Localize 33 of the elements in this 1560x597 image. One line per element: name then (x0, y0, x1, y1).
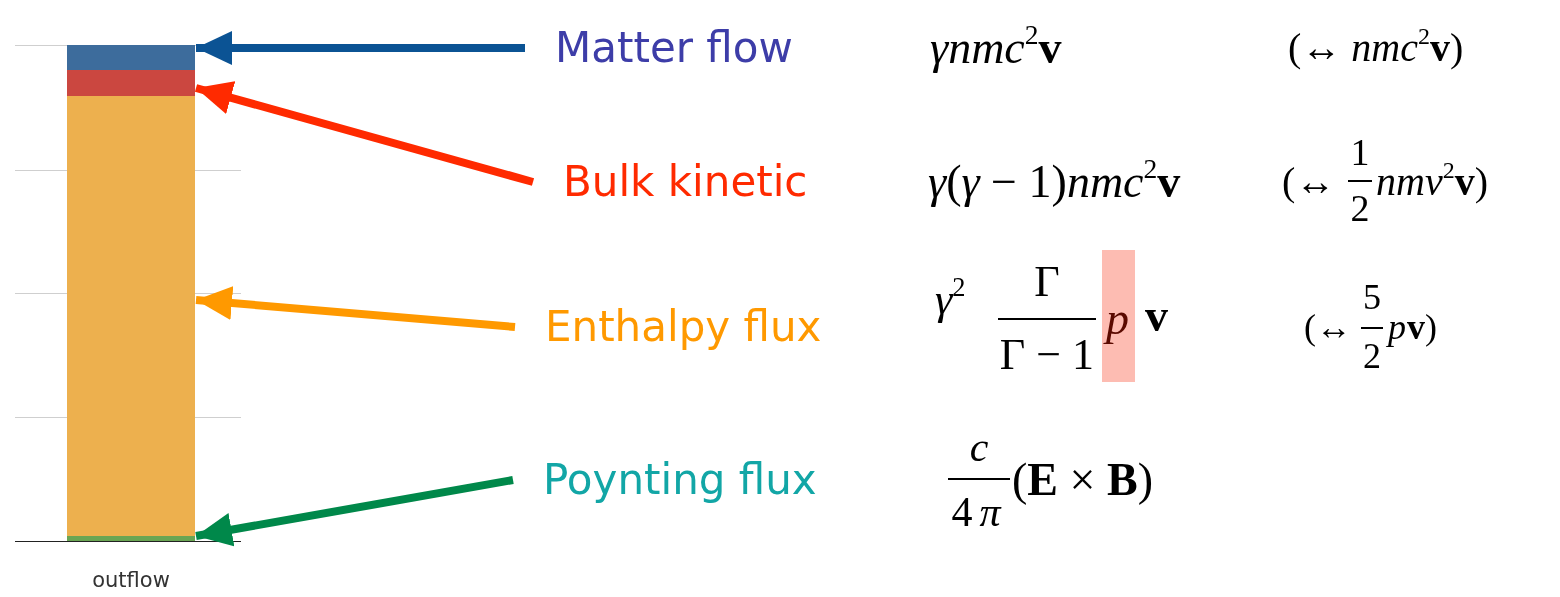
formula: (↔ (1282, 162, 1336, 202)
formula: v) (1407, 309, 1437, 345)
flux-label: Poynting flux (543, 459, 817, 501)
formula: 1 (1350, 133, 1370, 171)
formula: 4 (951, 491, 973, 533)
formula: c (969, 426, 989, 468)
formula: v (1145, 293, 1168, 339)
formula: p (1102, 250, 1135, 382)
formula: γnmc$^{2}$v (930, 25, 1062, 71)
flux-label: Enthalpy flux (545, 306, 822, 348)
bar-segment (67, 45, 195, 70)
formula: γ$^{2}$ (935, 278, 966, 322)
formula: (↔ nmc$^{2}$v) (1288, 28, 1464, 68)
bar-segment (67, 96, 195, 536)
formula: 2 (1350, 189, 1370, 227)
arrow (195, 476, 514, 547)
formula: nmv$^{2}$v) (1376, 162, 1488, 202)
formula: p (1388, 309, 1406, 345)
flux-label: Bulk kinetic (563, 161, 808, 203)
formula: γ(γ − 1)nmc$^{2}$v (928, 159, 1181, 205)
bar-segment (67, 536, 195, 541)
formula: 2 (1363, 338, 1381, 374)
flux-label: Matter flow (555, 27, 793, 69)
arrow (194, 81, 535, 186)
arrow (195, 286, 516, 331)
category-label: outflow (92, 569, 170, 591)
bar-segment (67, 70, 195, 96)
formula: Γ − 1 (999, 333, 1095, 377)
formula: (↔ (1304, 309, 1352, 345)
formula: π (979, 491, 1001, 533)
formula: (E × B) (1012, 457, 1153, 503)
formula: Γ (1034, 260, 1060, 304)
formula: 5 (1363, 279, 1381, 315)
